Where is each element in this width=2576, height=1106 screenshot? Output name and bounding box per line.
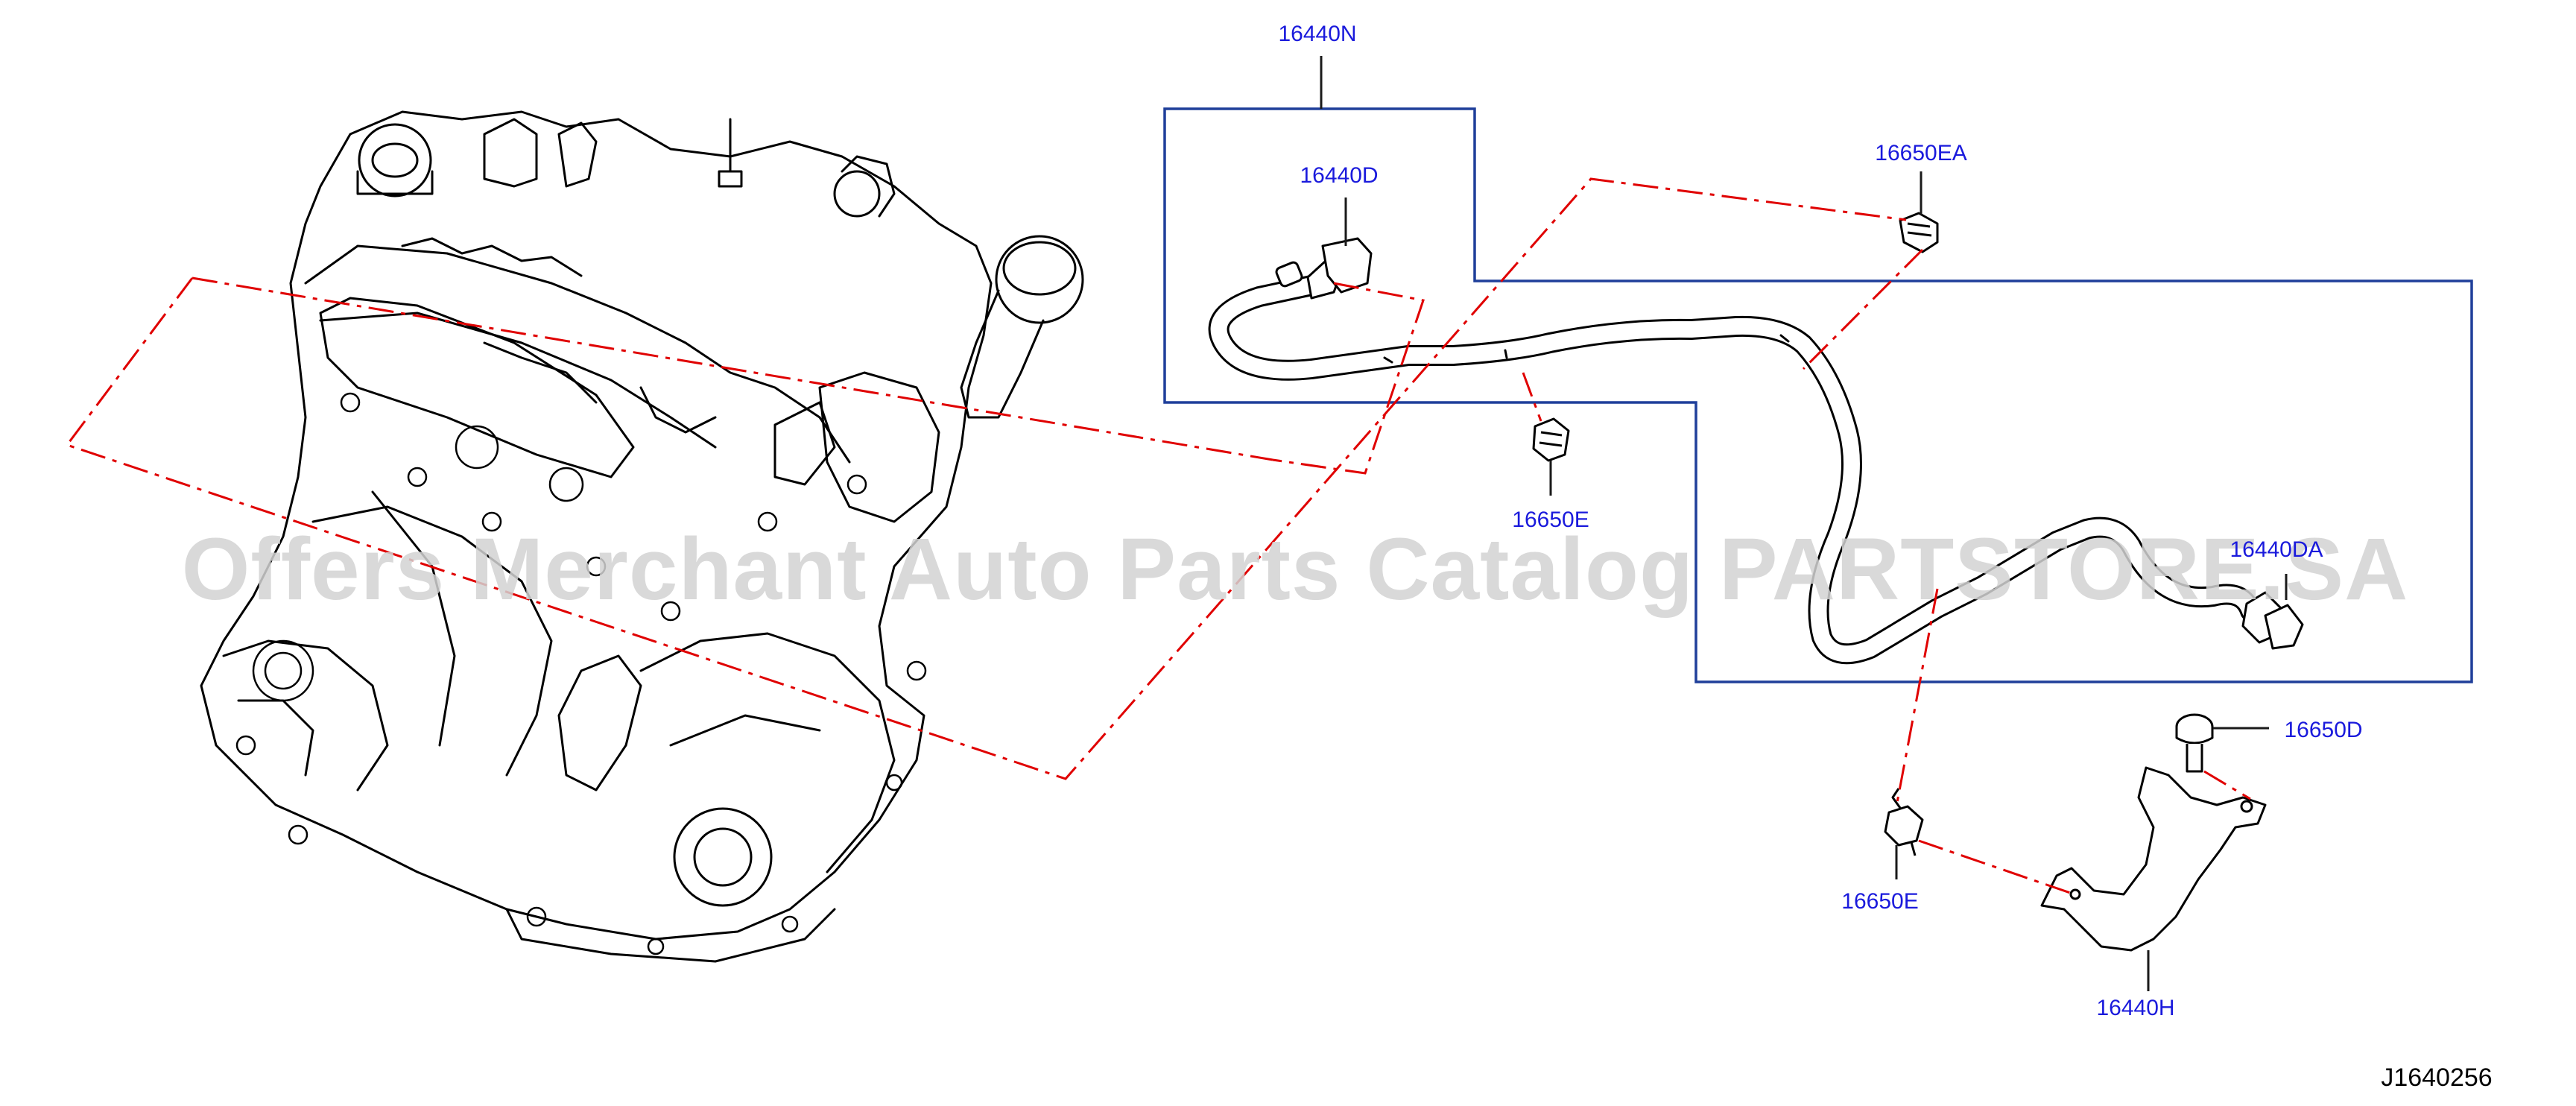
label-leaders xyxy=(1320,56,2288,991)
label-16440DA: 16440DA xyxy=(2230,537,2323,562)
diagram-reference-code: J1640256 xyxy=(2381,1064,2493,1092)
label-16440N: 16440N xyxy=(1278,22,1357,46)
connector-16440DA xyxy=(2241,591,2304,650)
clip-16650EA xyxy=(1899,212,1939,253)
connector-16440D xyxy=(1275,237,1373,300)
group-box-16440N xyxy=(1163,107,2473,683)
label-16650EA: 16650EA xyxy=(1875,141,1967,165)
label-16650D: 16650D xyxy=(2284,718,2363,742)
leader-lines xyxy=(65,177,2251,896)
label-16650E-upper: 16650E xyxy=(1512,508,1589,532)
label-16440H: 16440H xyxy=(2096,996,2175,1020)
hose-16440N xyxy=(1208,275,2276,665)
label-16650E-lower: 16650E xyxy=(1841,889,1919,914)
bolt-16650D xyxy=(2175,713,2214,773)
clip-16650E-upper xyxy=(1532,417,1570,462)
clip-16650E-lower xyxy=(1884,788,1924,856)
engine-assembly xyxy=(200,110,1084,963)
bracket-16440H xyxy=(2040,766,2267,952)
label-16440D: 16440D xyxy=(1300,163,1379,188)
